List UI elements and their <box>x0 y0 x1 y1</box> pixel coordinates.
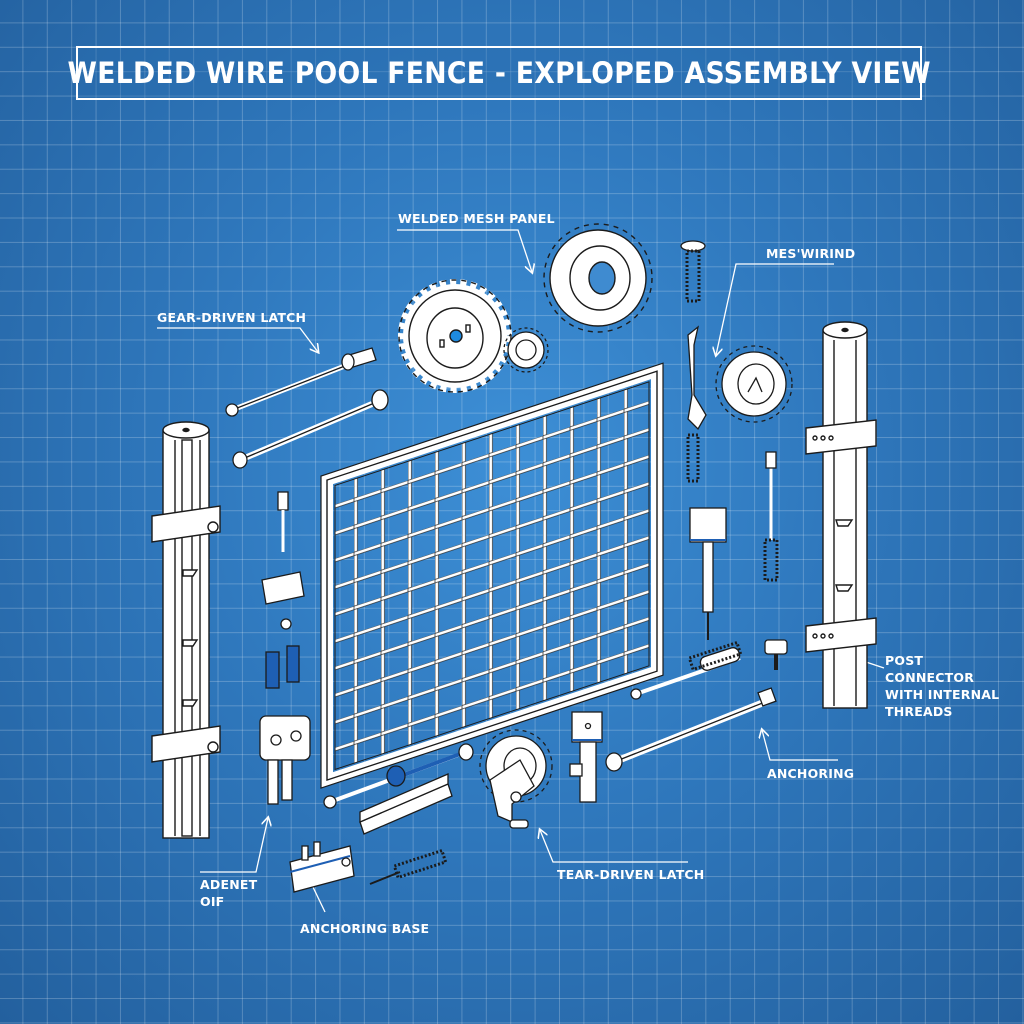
small-fasteners <box>261 491 305 689</box>
threaded-rods <box>605 647 777 772</box>
post-connector-line-4: THREADS <box>885 704 953 719</box>
blue-sleeve-rod <box>323 743 474 809</box>
adenet-oif-line-1: ADENET <box>200 877 258 892</box>
post-connector-line-2: CONNECTOR <box>885 670 975 685</box>
callout-post-connector: POST CONNECTOR WITH INTERNAL THREADS <box>885 652 999 720</box>
callout-mes-wirind: MES'WIRIND <box>766 246 856 261</box>
callout-anchoring-base: ANCHORING BASE <box>300 921 430 936</box>
latch-bracket <box>687 325 788 670</box>
welded-mesh-panel <box>320 362 664 789</box>
post-connector-line-1: POST <box>885 653 924 668</box>
large-gear-top <box>543 223 653 333</box>
large-gear-left <box>398 279 512 393</box>
hinge-rods <box>225 347 389 469</box>
callout-adenet-oif: ADENET OIF <box>200 876 257 910</box>
compression-springs <box>369 240 779 885</box>
left-post <box>151 421 221 839</box>
flat-bar <box>359 773 453 835</box>
adenet-oif-line-2: OIF <box>200 894 225 909</box>
title-box: WELDED WIRE POOL FENCE - EXPLOPED ASSEMB… <box>67 46 930 100</box>
anchoring-base-bracket <box>289 841 355 893</box>
callout-welded-mesh-panel: WELDED MESH PANEL <box>398 211 555 226</box>
post-connector-bracket <box>569 711 603 803</box>
latch-gear-assembly <box>479 729 553 829</box>
post-connector-line-3: WITH INTERNAL <box>885 687 1000 702</box>
diagram-title: WELDED WIRE POOL FENCE - EXPLOPED ASSEMB… <box>67 56 931 90</box>
hinge-clamp <box>259 715 311 805</box>
callout-tear-driven-latch: TEAR-DRIVEN LATCH <box>557 867 705 882</box>
right-post <box>805 321 877 709</box>
callout-gear-driven-latch: GEAR-DRIVEN LATCH <box>157 310 307 325</box>
side-gear <box>715 345 793 423</box>
callout-anchoring: ANCHORING <box>767 766 855 781</box>
small-gear <box>503 327 549 373</box>
